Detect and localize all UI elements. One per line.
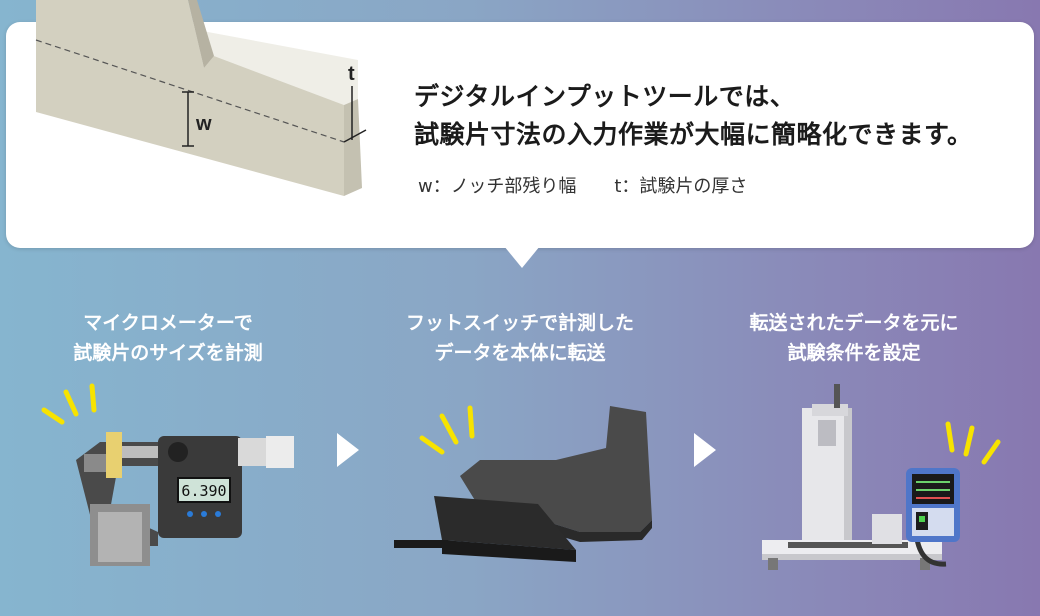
foot-switch-cable [394, 540, 448, 548]
specimen-illustration: w t [35, 0, 367, 196]
step-2-caption: フットスイッチで計測した データを本体に転送 [370, 308, 670, 368]
step-3-line-1: 転送されたデータを元に [749, 312, 959, 334]
step-1-line-1: マイクロメーターで [83, 312, 253, 334]
micrometer-spindle [122, 446, 162, 458]
micrometer-sleeve [238, 438, 270, 466]
step-3-line-2: 試験条件を設定 [787, 342, 921, 364]
micrometer-knob [168, 442, 188, 462]
machine-foot [920, 558, 930, 570]
micrometer-stand-front [98, 512, 142, 562]
speech-bubble-tail [504, 246, 540, 268]
step-1-caption: マイクロメーターで 試験片のサイズを計測 [18, 308, 318, 368]
specimen-sample [106, 432, 122, 478]
step-3-caption: 転送されたデータを元に 試験条件を設定 [704, 308, 1004, 368]
flow-arrow-1 [337, 433, 359, 467]
boot [460, 406, 652, 532]
machine-rail [788, 542, 908, 548]
machine-crosshead [812, 404, 848, 416]
specimen-notch-face [188, 0, 214, 68]
machine-rod [834, 384, 840, 408]
controller-led [919, 516, 925, 522]
flow-arrow-2 [694, 433, 716, 467]
step-1-line-2: 試験片のサイズを計測 [73, 342, 263, 364]
machine-slot [818, 420, 836, 446]
specimen-end-face [344, 99, 362, 196]
boot-sole [472, 502, 652, 542]
t-dimension-diag [343, 129, 367, 143]
dimension-legend: w：ノッチ部残り幅 t：試験片の厚さ [418, 172, 747, 198]
micrometer-anvil [84, 454, 110, 472]
specimen-top-face [36, 0, 358, 105]
micrometer-button [187, 511, 193, 517]
legend-w: w：ノッチ部残り幅 [418, 176, 577, 197]
w-dimension-label: w [195, 113, 212, 135]
step-2-line-2: データを本体に転送 [434, 342, 606, 364]
micrometer-thimble [266, 436, 294, 468]
headline-line-2: 試験片寸法の入力作業が大幅に簡略化できます。 [414, 120, 973, 149]
machine-column-shade [844, 408, 852, 560]
foot-switch-base [442, 540, 576, 562]
micrometer-display-value: 6.390 [181, 482, 226, 500]
spark-lines-middle [419, 405, 475, 455]
step-2-line-1: フットスイッチで計測した [405, 312, 634, 334]
testing-machine-illustration [762, 384, 1001, 570]
micrometer-button [215, 511, 221, 517]
specimen-front-face [36, 0, 344, 196]
machine-foot [768, 558, 778, 570]
micrometer-illustration: 6.390 [41, 383, 294, 566]
foot-switch-top [434, 496, 576, 550]
machine-base-shade [762, 554, 942, 560]
spark-lines-right [945, 421, 1001, 465]
headline-line-1: デジタルインプットツールでは、 [414, 82, 796, 111]
notch-center-line [35, 39, 345, 143]
micrometer-button [201, 511, 207, 517]
micrometer-display [177, 477, 231, 503]
machine-clamp [872, 514, 902, 544]
foot-switch-illustration [394, 405, 652, 562]
legend-t: t：試験片の厚さ [614, 176, 748, 197]
headline: デジタルインプットツールでは、 試験片寸法の入力作業が大幅に簡略化できます。 [414, 78, 973, 154]
spark-lines-left [41, 383, 97, 425]
t-dimension-label: t [348, 63, 355, 85]
